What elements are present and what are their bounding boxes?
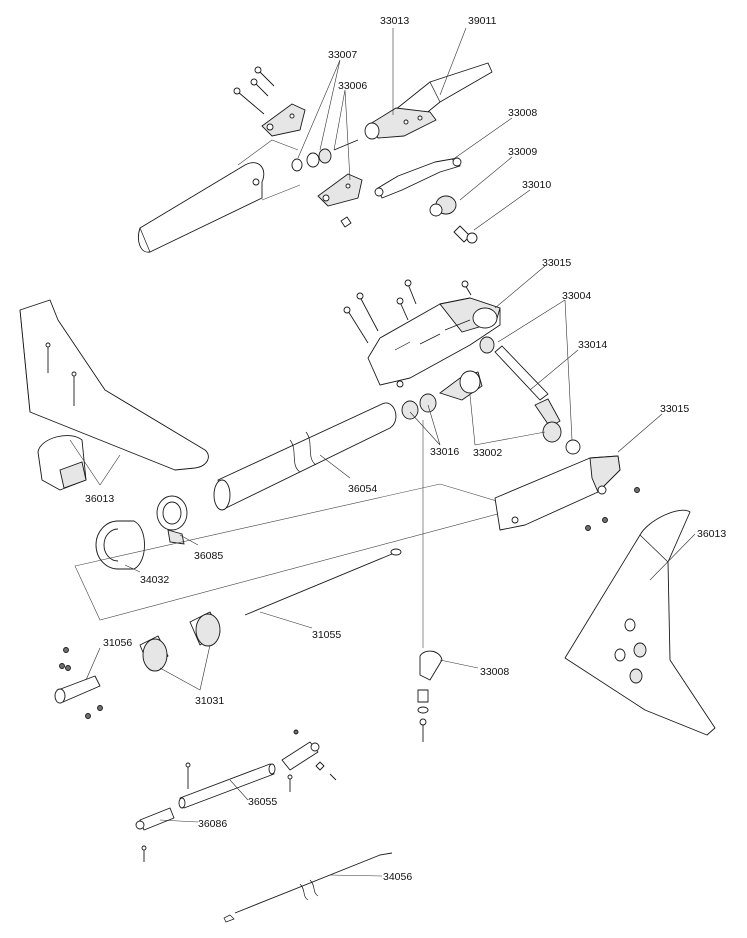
tail-boom	[213, 402, 397, 511]
callout-36013-left: 36013	[85, 493, 114, 505]
push-rod	[223, 852, 393, 923]
screw-group-left	[233, 66, 275, 115]
callout-33015-top: 33015	[542, 257, 571, 269]
callout-33010: 33010	[522, 179, 551, 191]
callout-34056: 34056	[383, 871, 412, 883]
callout-33014: 33014	[578, 339, 607, 351]
callout-33013: 33013	[380, 15, 409, 27]
rod-linkage-lower	[135, 729, 337, 862]
tail-case-right	[494, 455, 640, 531]
tail-gearbox-case	[343, 279, 581, 455]
callout-36055: 36055	[248, 796, 277, 808]
callout-33009: 33009	[508, 146, 537, 158]
pitch-lever-lower	[417, 420, 443, 742]
vertical-fin-right	[564, 509, 716, 736]
callout-33006: 33006	[338, 80, 367, 92]
callout-31056: 31056	[103, 637, 132, 649]
callout-33008-top: 33008	[508, 107, 537, 119]
callout-36085: 36085	[194, 550, 223, 562]
callout-33007: 33007	[328, 49, 357, 61]
tail-rotor-blade-assembly	[138, 62, 493, 253]
callout-31055: 31055	[312, 629, 341, 641]
callout-36013-right: 36013	[697, 528, 726, 540]
callout-labels: 33013 39011 33007 33006 33008 33009 3301…	[85, 15, 726, 883]
callout-36086: 36086	[198, 818, 227, 830]
callout-33004: 33004	[562, 290, 591, 302]
callout-36054: 36054	[348, 483, 377, 495]
callout-33008-bottom: 33008	[480, 666, 509, 678]
control-rod-group	[54, 483, 522, 719]
callout-33002: 33002	[473, 447, 502, 459]
vertical-fin-left	[19, 299, 209, 491]
callout-33016: 33016	[430, 446, 459, 458]
callout-31031: 31031	[195, 695, 224, 707]
callout-33015-right: 33015	[660, 403, 689, 415]
callout-34032: 34032	[140, 574, 169, 586]
leader-lines	[69, 27, 696, 877]
callout-39011: 39011	[468, 15, 497, 27]
boom-clamps	[95, 495, 188, 570]
